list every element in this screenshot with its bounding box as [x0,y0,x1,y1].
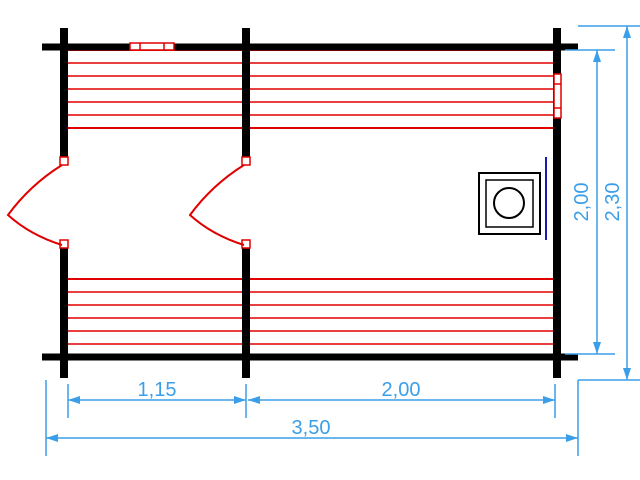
entry-door-arc [6,164,63,246]
window-top [129,42,175,51]
bench-top-right [247,49,555,129]
bench-bottom-right [247,278,555,357]
doors [6,164,245,246]
dimension-lines [45,25,640,456]
dim-label-inner-height: 2,00 [571,183,593,222]
walls [42,28,578,378]
dim-label-total-width: 3,50 [292,417,331,439]
door-jambs [59,156,251,249]
benches [65,49,555,357]
dim-label-left-room: 1,15 [138,379,177,401]
bench-bottom-left [65,278,245,357]
inner-door-arc [188,164,245,246]
dim-label-right-room: 2,00 [382,379,421,401]
stove [478,172,541,235]
dim-label-total-height: 2,30 [602,183,624,222]
bench-top-left [65,49,245,129]
window-right [553,73,562,119]
